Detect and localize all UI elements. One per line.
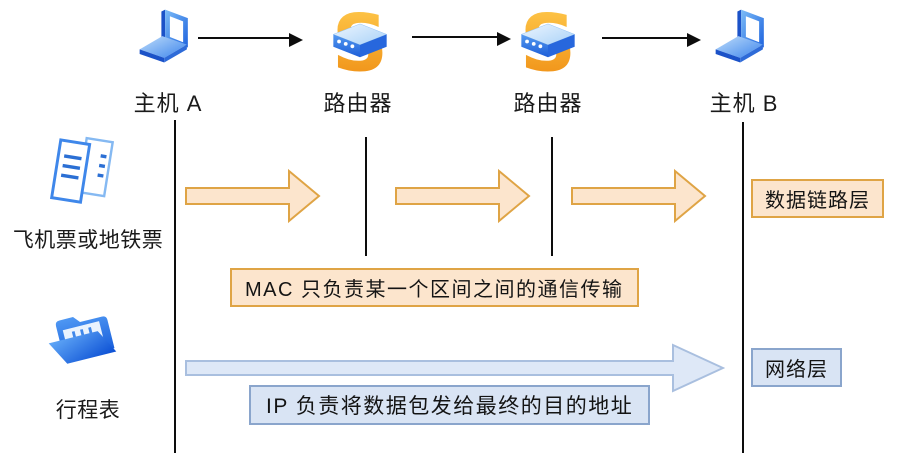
drop-line-host-a xyxy=(174,120,176,453)
mac-hop-arrow-icon xyxy=(571,168,707,224)
laptop-icon xyxy=(710,6,778,70)
itinerary-label: 行程表 xyxy=(55,399,121,422)
host-b-label: 主机 B xyxy=(709,91,779,116)
mac-hop-arrow-icon xyxy=(395,168,531,224)
tickets-icon xyxy=(46,128,120,220)
folder-icon xyxy=(42,298,128,386)
drop-line-router-1 xyxy=(365,137,367,256)
host-a-label: 主机 A xyxy=(133,91,203,116)
router-1-label: 路由器 xyxy=(323,91,393,116)
router-2-label: 路由器 xyxy=(513,91,583,116)
laptop-icon xyxy=(134,6,202,70)
data-link-layer-tag: 数据链路层 xyxy=(751,179,884,218)
router-icon: S xyxy=(318,2,402,82)
network-layer-tag: 网络层 xyxy=(751,348,842,387)
mac-hop-arrow-icon xyxy=(185,168,321,224)
ip-caption: IP 负责将数据包发给最终的目的地址 xyxy=(249,385,651,425)
arrow-right-icon xyxy=(198,33,303,47)
mac-caption: MAC 只负责某一个区间之间的通信传输 xyxy=(230,268,639,307)
drop-line-router-2 xyxy=(551,137,553,256)
drop-line-host-b xyxy=(742,122,744,453)
ip-end-to-end-arrow-icon xyxy=(185,342,725,394)
arrow-right-icon xyxy=(602,33,701,47)
tickets-label: 飞机票或地铁票 xyxy=(12,229,164,252)
arrow-right-icon xyxy=(412,32,511,46)
router-icon: S xyxy=(506,2,590,82)
